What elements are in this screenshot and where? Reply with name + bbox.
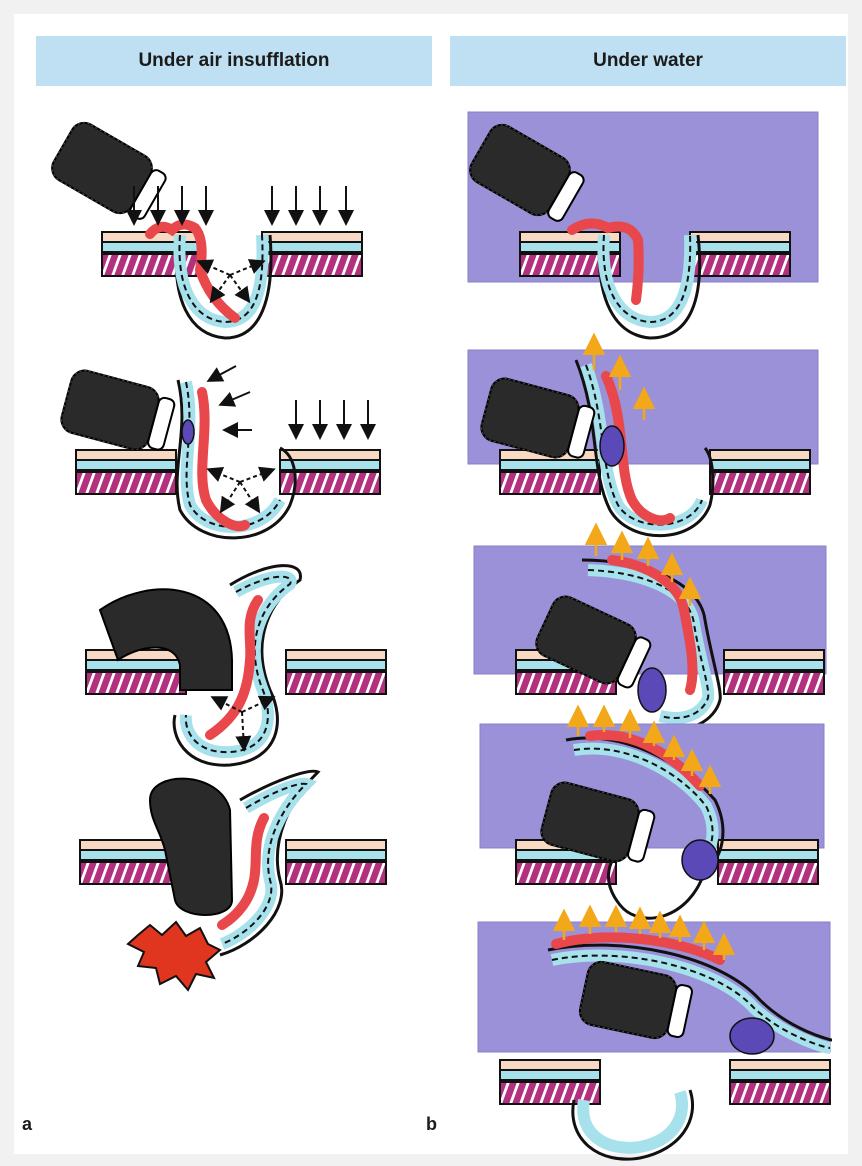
panel-label-b: b xyxy=(426,1114,437,1135)
endoscope-icon xyxy=(47,118,171,226)
step-b3 xyxy=(474,530,826,730)
step-b4 xyxy=(480,712,824,918)
endoscope-icon xyxy=(58,367,177,456)
step-a1 xyxy=(47,118,362,338)
panel-a-diagrams xyxy=(47,118,386,990)
step-a3 xyxy=(86,566,386,766)
step-b2 xyxy=(468,340,818,536)
panel-b-diagrams xyxy=(465,112,832,1159)
panel-label-a: a xyxy=(22,1114,32,1135)
bleeding-icon xyxy=(128,922,220,990)
step-b1 xyxy=(465,112,818,338)
step-a2 xyxy=(58,366,380,538)
step-a4 xyxy=(80,771,386,990)
step-b5 xyxy=(478,912,832,1159)
